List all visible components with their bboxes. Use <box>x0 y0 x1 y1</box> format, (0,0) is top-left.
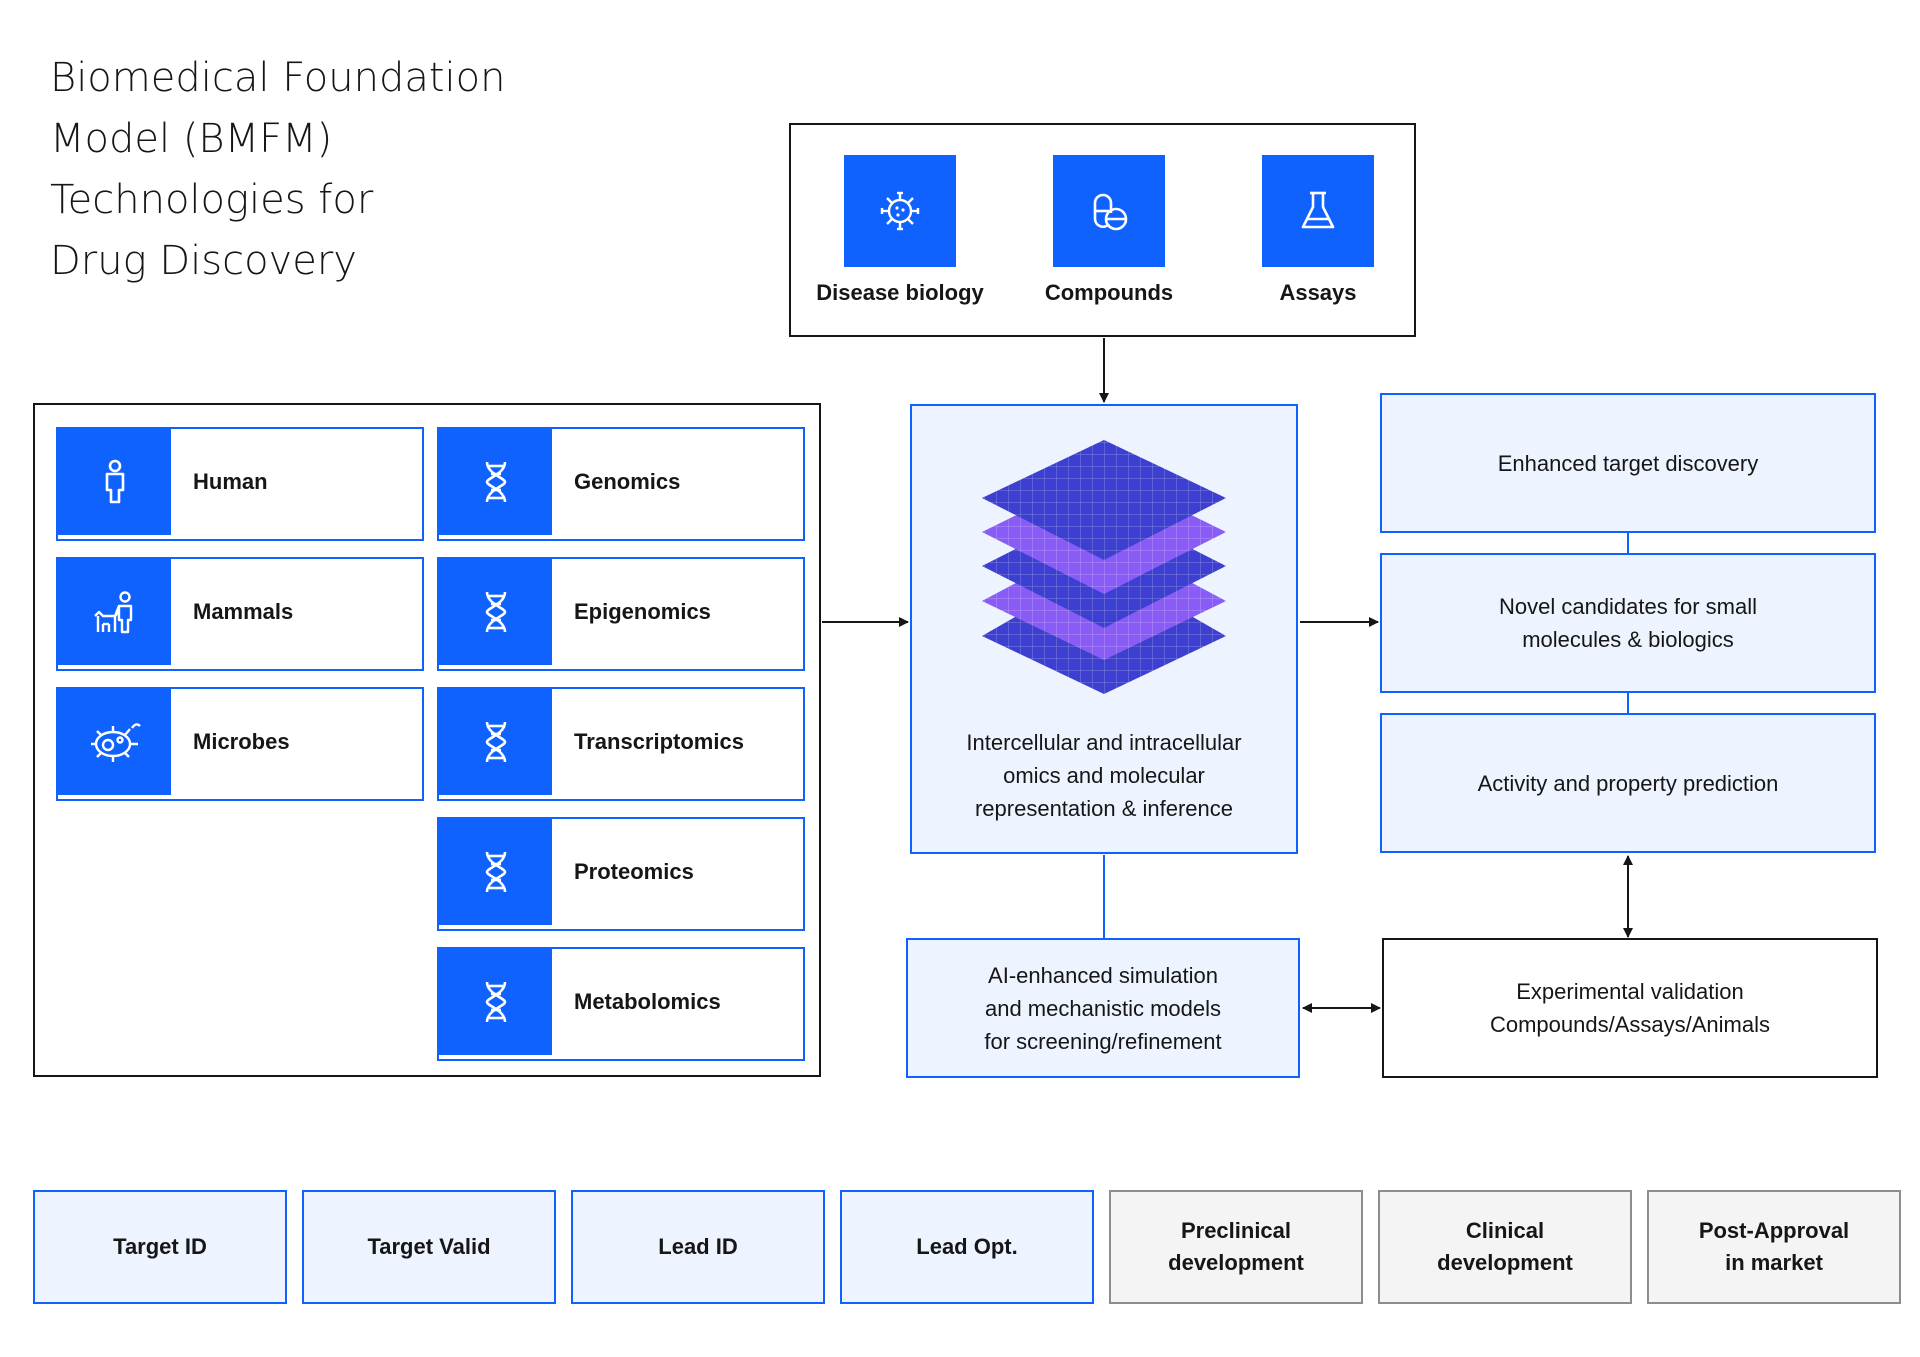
output-text: Enhanced target discovery <box>1497 450 1759 476</box>
input-label: Assays <box>1279 280 1357 305</box>
caption-line: Intercellular and intracellular <box>966 730 1242 755</box>
simulation-text: for screening/refinement <box>984 1028 1222 1054</box>
pill-icon <box>1053 155 1165 267</box>
stage-label: Clinical <box>1465 1218 1545 1243</box>
card-mammals: Mammals <box>56 557 424 671</box>
stage-label: Post-Approval <box>1698 1218 1850 1243</box>
title-line: Drug Discovery <box>50 238 357 284</box>
page-title: Biomedical Foundation Model (BMFM) Techn… <box>50 48 570 292</box>
stage-label: Preclinical <box>1180 1218 1292 1243</box>
model-caption: Intercellular and intracellular omics an… <box>912 726 1296 825</box>
foundation-model-box: Intercellular and intracellular omics an… <box>910 404 1298 854</box>
input-assays: Assays <box>1218 125 1418 335</box>
stage-label: Target ID <box>113 1234 207 1259</box>
simulation-box: AI-enhanced simulation and mechanistic m… <box>906 938 1300 1078</box>
stacked-layers-graphic <box>982 440 1226 694</box>
card-label: Transcriptomics <box>574 729 744 754</box>
simulation-text: AI-enhanced simulation <box>988 962 1218 988</box>
dna-icon <box>439 819 552 925</box>
title-line: Technologies for <box>50 177 374 223</box>
stage-label: in market <box>1725 1250 1823 1275</box>
virus-icon <box>844 155 956 267</box>
output-activity-prediction: Activity and property prediction <box>1380 713 1876 853</box>
output-target-discovery: Enhanced target discovery <box>1380 393 1876 533</box>
card-label: Proteomics <box>574 859 694 884</box>
output-novel-candidates: Novel candidates for small molecules & b… <box>1380 553 1876 693</box>
input-label: Disease biology <box>816 280 984 305</box>
stage-lead-opt: Lead Opt. <box>840 1190 1094 1304</box>
output-text: Activity and property prediction <box>1477 770 1779 796</box>
caption-line: omics and molecular <box>1003 763 1205 788</box>
data-modalities-panel: Human Mammals Microbes <box>33 403 821 1077</box>
stage-target-valid: Target Valid <box>302 1190 556 1304</box>
stage-label: Target Valid <box>367 1234 491 1259</box>
dna-icon <box>439 559 552 665</box>
output-text: Novel candidates for small <box>1498 594 1757 619</box>
stage-target-id: Target ID <box>33 1190 287 1304</box>
animals-icon <box>58 559 171 665</box>
card-label: Metabolomics <box>574 989 721 1014</box>
card-transcriptomics: Transcriptomics <box>437 687 805 801</box>
stage-label: Lead ID <box>658 1234 738 1259</box>
input-compounds: Compounds <box>1009 125 1209 335</box>
stage-label: development <box>1168 1250 1304 1275</box>
card-label: Human <box>193 469 268 494</box>
dna-icon <box>439 949 552 1055</box>
validation-text: Compounds/Assays/Animals <box>1489 1012 1770 1037</box>
card-metabolomics: Metabolomics <box>437 947 805 1061</box>
output-text: molecules & biologics <box>1522 627 1734 652</box>
card-human: Human <box>56 427 424 541</box>
dna-icon <box>439 689 552 795</box>
simulation-text: and mechanistic models <box>984 995 1221 1021</box>
stage-lead-id: Lead ID <box>571 1190 825 1304</box>
stage-label: Lead Opt. <box>916 1234 1018 1259</box>
stage-label: development <box>1437 1250 1573 1275</box>
card-label: Microbes <box>193 729 290 754</box>
card-epigenomics: Epigenomics <box>437 557 805 671</box>
validation-box: Experimental validation Compounds/Assays… <box>1382 938 1878 1078</box>
card-label: Epigenomics <box>574 599 711 624</box>
title-line: Model (BMFM) <box>50 116 333 162</box>
validation-text: Experimental validation <box>1516 979 1744 1004</box>
card-label: Mammals <box>193 599 294 624</box>
data-inputs-box: Disease biology Compounds Assays <box>789 123 1416 337</box>
stage-clinical: Clinical development <box>1378 1190 1632 1304</box>
card-microbes: Microbes <box>56 687 424 801</box>
caption-line: representation & inference <box>974 796 1234 821</box>
stage-post-approval: Post-Approval in market <box>1647 1190 1901 1304</box>
flask-icon <box>1262 155 1374 267</box>
card-proteomics: Proteomics <box>437 817 805 931</box>
microbe-icon <box>58 689 171 795</box>
card-genomics: Genomics <box>437 427 805 541</box>
person-icon <box>58 429 171 535</box>
title-line: Biomedical Foundation <box>50 55 506 101</box>
card-label: Genomics <box>574 469 681 494</box>
dna-icon <box>439 429 552 535</box>
input-label: Compounds <box>1044 280 1174 305</box>
stage-preclinical: Preclinical development <box>1109 1190 1363 1304</box>
input-disease-biology: Disease biology <box>800 125 1000 335</box>
